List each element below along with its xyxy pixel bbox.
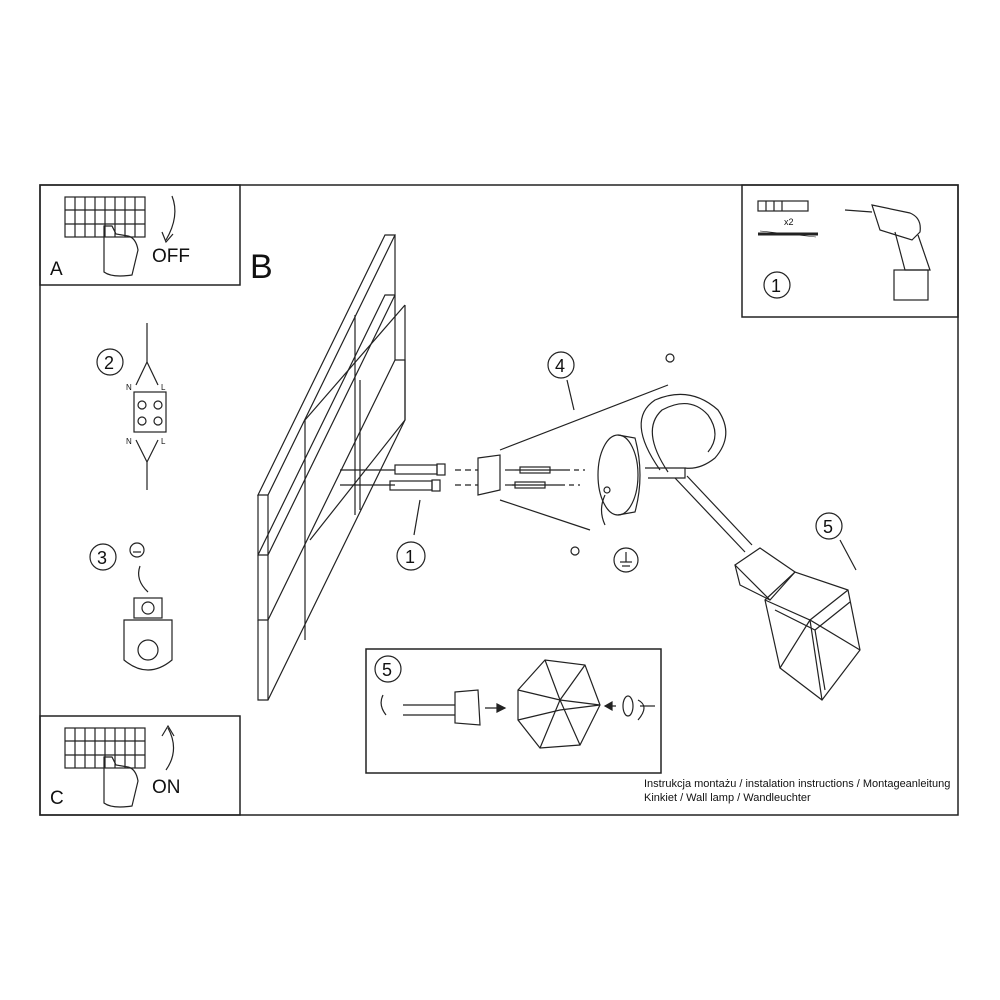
canopy-assembly: 4 xyxy=(499,351,753,573)
outer-frame xyxy=(39,184,959,816)
step-4-label: 4 xyxy=(555,356,565,376)
wire-l-top-label: L xyxy=(161,383,166,392)
cage-shade-icon xyxy=(764,571,861,701)
panel-a-letter: A xyxy=(50,259,63,280)
mounting-bracket-icon xyxy=(477,454,501,496)
caption-line-1: Instrukcja montażu / instalation instruc… xyxy=(644,778,951,790)
ground-symbol-canopy-icon xyxy=(613,547,639,573)
panel-a: A OFF xyxy=(39,184,241,286)
hand-icon-c xyxy=(103,756,139,808)
quantity-label: x2 xyxy=(784,217,794,227)
lamp-socket-icon xyxy=(734,547,796,601)
inset-ring-nut-icon xyxy=(622,695,634,717)
ground-lug-icon xyxy=(123,619,173,671)
wire-l-bottom-label: L xyxy=(161,437,166,446)
drill-icon xyxy=(844,204,931,301)
wall-plug-icon xyxy=(757,200,809,212)
panel-c-letter: C xyxy=(50,788,64,809)
off-label: OFF xyxy=(152,246,190,267)
arrow-down-icon xyxy=(165,195,176,241)
breaker-box-icon-c xyxy=(64,727,146,769)
wall-plug-icon-upper xyxy=(394,464,438,475)
wire-n-top-label: N xyxy=(126,383,132,392)
inset-socket-icon xyxy=(454,689,481,726)
panel-b-letter: B xyxy=(250,248,273,286)
panel-c: C ON xyxy=(39,715,241,816)
step-5-label: 5 xyxy=(823,517,833,537)
step-5-inset-label: 5 xyxy=(382,660,392,680)
mounting-hardware: 1 xyxy=(340,454,585,571)
screw-icon xyxy=(758,230,818,238)
inset-cage-shade-icon xyxy=(517,659,601,749)
hand-icon xyxy=(103,225,139,277)
terminal-block-diagram: 2 N L N L xyxy=(96,323,167,490)
step-2-label: 2 xyxy=(104,353,114,373)
on-label: ON xyxy=(152,777,181,798)
wire-n-bottom-label: N xyxy=(126,437,132,446)
breaker-box-icon xyxy=(64,196,146,238)
step-1-tools-label: 1 xyxy=(771,276,781,296)
lamp-shade-assembly: 5 xyxy=(734,512,861,701)
caption-line-2: Kinkiet / Wall lamp / Wandleuchter xyxy=(644,792,811,804)
ground-connection-diagram: 3 xyxy=(89,542,173,671)
arrow-up-icon xyxy=(165,727,175,771)
step-1-main-label: 1 xyxy=(405,547,415,567)
panel-tools: x2 1 xyxy=(741,184,959,318)
wall-plug-icon-lower xyxy=(389,480,433,491)
wall-tiles xyxy=(257,234,406,701)
ground-symbol-icon xyxy=(129,542,145,558)
terminal-block-icon xyxy=(133,391,167,433)
lamp-arm-icon xyxy=(645,467,686,479)
inset-panel-5: 5 xyxy=(365,648,662,774)
step-3-label: 3 xyxy=(97,548,107,568)
canopy-icon xyxy=(597,434,639,516)
